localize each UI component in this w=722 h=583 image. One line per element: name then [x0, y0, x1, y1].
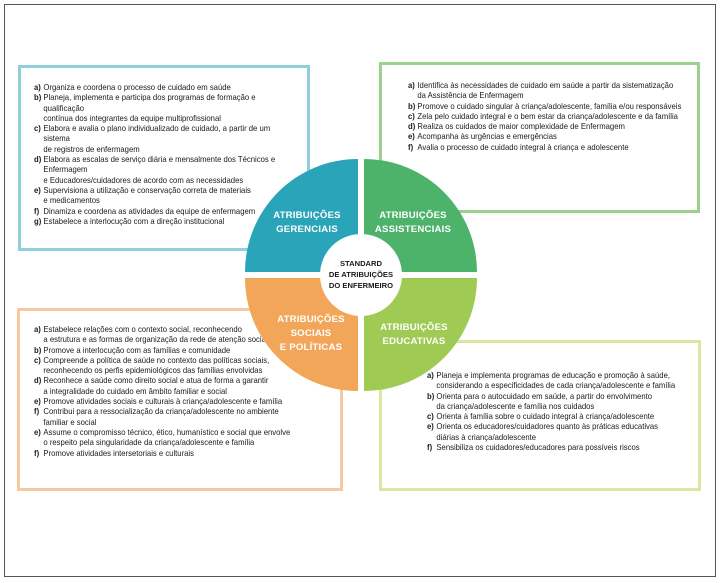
item-key: d)	[408, 122, 416, 132]
item-key: e)	[427, 422, 434, 432]
list-item: b)Planeja, implementa e participa dos pr…	[34, 93, 298, 124]
label-sociais-3: E POLÍTICAS	[280, 341, 343, 353]
label-assistenciais-1: ATRIBUIÇÕES	[379, 210, 447, 221]
list-item: b)Promove a interlocução com as famílias…	[34, 346, 333, 356]
item-key: b)	[34, 93, 42, 103]
item-key: a)	[34, 83, 41, 92]
item-text: Promove atividades sociais e culturais à…	[43, 397, 283, 407]
label-assistenciais-2: ASSISTENCIAIS	[375, 224, 452, 235]
item-key: d)	[34, 155, 42, 165]
item-text: Estabelece a interlocução com a direção …	[43, 216, 225, 226]
item-text: Organiza e coordena o processo de cuidad…	[43, 83, 231, 92]
list-item: c)Orienta à família sobre o cuidado inte…	[427, 412, 691, 422]
item-key: c)	[408, 111, 415, 121]
item-text: Zela pelo cuidado integral e o bem estar…	[417, 111, 678, 121]
list-item: b)Orienta para o autocuidado em saúde, a…	[427, 392, 691, 413]
item-key: f)	[34, 448, 40, 458]
list-item: f)Avalia o processo de cuidado integral …	[408, 143, 688, 153]
item-text: Promove a interlocução com as famílias e…	[43, 345, 231, 355]
list-item: d)Elabora as escalas de serviço diária e…	[34, 155, 298, 186]
item-key: e)	[34, 427, 41, 437]
item-key: e)	[408, 132, 415, 142]
item-text: Promove o cuidado singular à criança/ado…	[417, 101, 682, 111]
item-key: b)	[408, 101, 416, 111]
list-item: d)Reconhece a saúde como direito social …	[34, 376, 333, 397]
label-educativas-1: ATRIBUIÇÕES	[380, 322, 448, 333]
quadrant-sociais	[245, 278, 358, 391]
item-text: Planeja e implementa programas de educaç…	[436, 371, 676, 391]
item-text: Elabora e avalia o plano individualizado…	[43, 124, 271, 154]
item-text: Sensibiliza os cuidadores/educadores par…	[436, 443, 640, 453]
item-text: Identifica às necessidades de cuidado em…	[417, 81, 674, 101]
list-item: a)Organiza e coordena o processo de cuid…	[34, 83, 298, 93]
list-item: c)Compreende a política de saúde no cont…	[34, 356, 333, 377]
item-text: Estabelece relações com o contexto socia…	[43, 325, 268, 345]
item-text: Orienta os educadores/cuidadores quanto …	[436, 422, 659, 442]
item-text: Reconhece a saúde como direito social e …	[43, 376, 269, 396]
list-item: e)Promove atividades sociais e culturais…	[34, 397, 333, 407]
item-key: a)	[34, 325, 41, 334]
item-text: Planeja, implementa e participa dos prog…	[43, 93, 256, 123]
item-text: Orienta à família sobre o cuidado integr…	[436, 412, 655, 422]
list-item: e)Assume o compromisso técnico, ético, h…	[34, 428, 333, 449]
item-key: d)	[34, 376, 42, 386]
item-key: c)	[34, 355, 41, 365]
center-circle	[320, 234, 402, 316]
item-key: f)	[408, 142, 414, 152]
list-item: f)Contribui para a ressocialização da cr…	[34, 407, 333, 428]
item-key: f)	[34, 407, 40, 417]
quadrant-educativas	[364, 278, 477, 391]
item-text: Orienta para o autocuidado em saúde, a p…	[436, 391, 653, 411]
quadrant-gerenciais	[245, 159, 358, 272]
label-educativas-2: EDUCATIVAS	[383, 336, 446, 347]
label-sociais-2: SOCIAIS	[291, 328, 332, 339]
item-text: Acompanha às urgências e emergências	[417, 132, 557, 142]
label-gerenciais-1: ATRIBUIÇÕES	[273, 210, 341, 221]
item-key: c)	[427, 412, 434, 422]
item-text: Assume o compromisso técnico, ético, hum…	[43, 427, 291, 448]
list-item: c)Elabora e avalia o plano individualiza…	[34, 124, 298, 155]
list-item: a)Identifica às necessidades de cuidado …	[408, 81, 688, 102]
item-key: f)	[34, 206, 40, 216]
list-item: g)Estabelece a interlocução com a direçã…	[34, 217, 298, 227]
center-line-3: DO ENFERMEIRO	[329, 281, 393, 290]
item-text: Promove atividades intersetoriais e cult…	[43, 448, 194, 458]
item-key: f)	[427, 443, 433, 453]
quadrant-assistenciais	[364, 159, 477, 272]
item-key: e)	[34, 397, 41, 407]
list-item: f)Dinamiza e coordena as atividades da e…	[34, 207, 298, 217]
item-text: Avalia o processo de cuidado integral à …	[417, 142, 629, 152]
label-sociais-1: ATRIBUIÇÕES	[277, 314, 345, 325]
item-text: Elabora as escalas de serviço diária e m…	[43, 155, 276, 185]
item-text: Contribui para a ressocialização da cria…	[43, 407, 279, 427]
center-line-2: DE ATRIBUIÇÕES	[329, 270, 393, 279]
item-key: a)	[408, 81, 415, 90]
list-item: e)Supervisiona a utilização e conservaçã…	[34, 186, 298, 207]
item-key: b)	[427, 391, 435, 401]
item-text: Compreende a política de saúde no contex…	[43, 355, 270, 376]
item-key: b)	[34, 345, 42, 355]
outer-frame	[4, 4, 716, 577]
list-item: e)Orienta os educadores/cuidadores quant…	[427, 422, 691, 443]
list-item: b)Promove o cuidado singular à criança/a…	[408, 102, 688, 112]
item-text: Realiza os cuidados de maior complexidad…	[417, 122, 625, 132]
item-key: a)	[427, 371, 434, 380]
list-item: d)Realiza os cuidados de maior complexid…	[408, 122, 688, 132]
item-key: g)	[34, 216, 42, 226]
center-line-1: STANDARD	[340, 259, 383, 268]
list-item: a)Planeja e implementa programas de educ…	[427, 371, 691, 392]
list-item: e)Acompanha às urgências e emergências	[408, 132, 688, 142]
item-key: c)	[34, 124, 41, 134]
item-key: e)	[34, 185, 41, 195]
list-item: a)Estabelece relações com o contexto soc…	[34, 325, 333, 346]
label-gerenciais-2: GERENCIAIS	[276, 224, 338, 235]
list-item: c)Zela pelo cuidado integral e o bem est…	[408, 112, 688, 122]
item-text: Supervisiona a utilização e conservação …	[43, 185, 251, 206]
list-item: f)Sensibiliza os cuidadores/educadores p…	[427, 443, 691, 453]
list-item: f)Promove atividades intersetoriais e cu…	[34, 449, 333, 459]
item-text: Dinamiza e coordena as atividades da equ…	[43, 206, 256, 216]
